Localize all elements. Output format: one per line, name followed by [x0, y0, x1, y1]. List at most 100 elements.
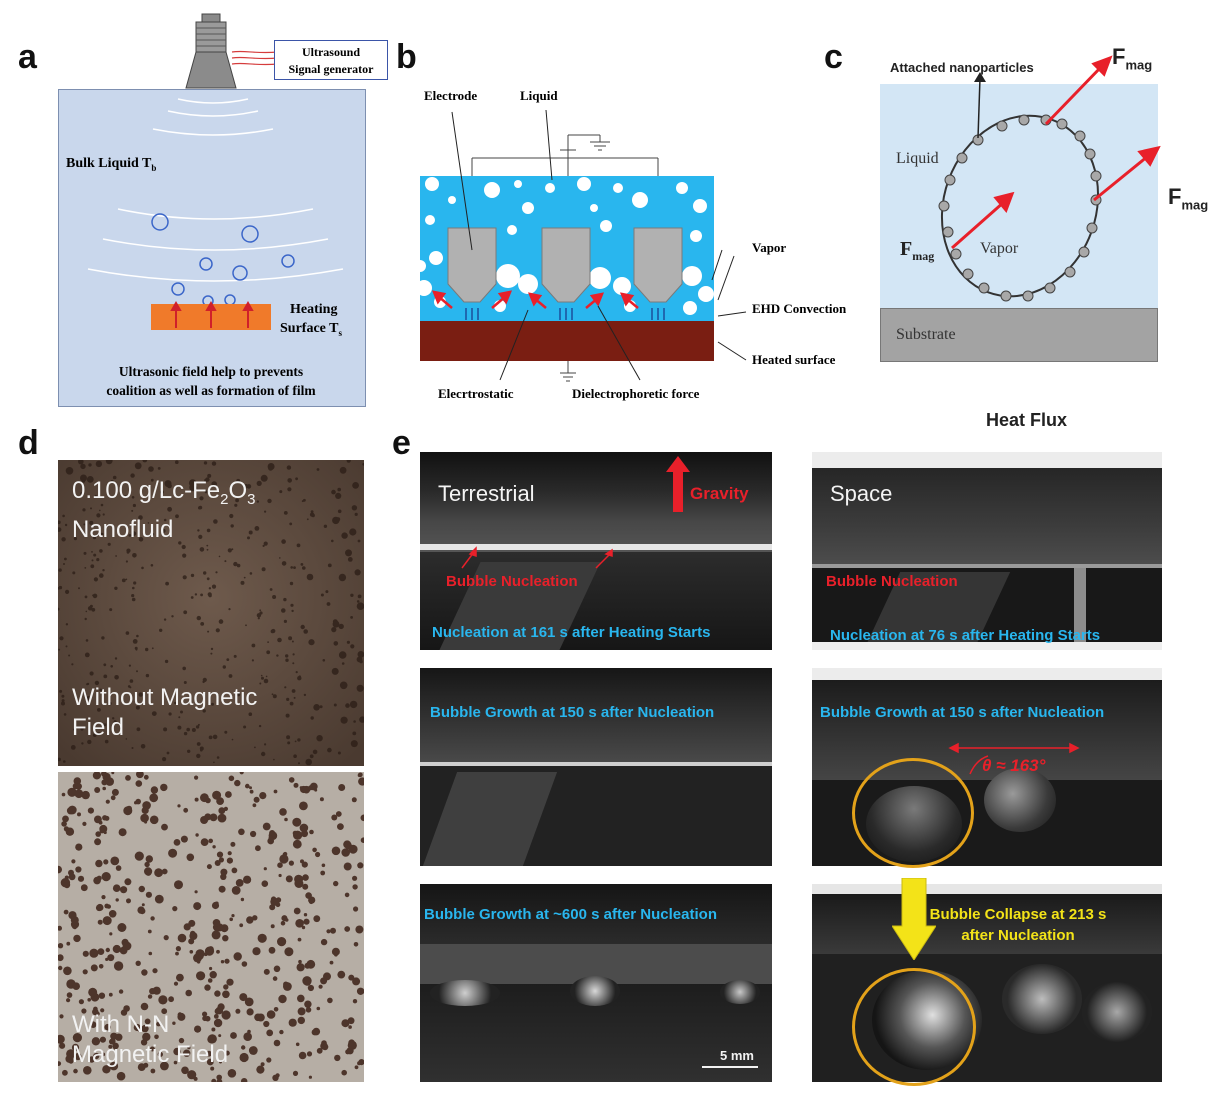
particle-cluster: [113, 1045, 118, 1050]
particle-speck: [109, 608, 113, 612]
particle-cluster: [299, 801, 308, 811]
particle-speck: [251, 643, 256, 648]
particle-cluster: [266, 1057, 272, 1063]
particle-cluster: [161, 823, 168, 831]
particle-cluster: [105, 947, 110, 953]
particle-speck: [285, 654, 289, 658]
particle-cluster: [98, 992, 106, 999]
particle-cluster: [266, 1010, 276, 1019]
particle-cluster: [216, 949, 220, 954]
particle-cluster: [224, 958, 230, 964]
particle-speck: [293, 754, 297, 758]
particle-speck: [108, 701, 112, 706]
particle-cluster: [58, 1034, 65, 1044]
particle-speck: [132, 586, 135, 590]
particle-speck: [296, 543, 301, 548]
particle-speck: [190, 596, 194, 599]
particle-speck: [286, 465, 292, 470]
particle-speck: [247, 536, 250, 540]
particle-speck: [243, 576, 246, 579]
particle-speck: [129, 679, 134, 683]
particle-speck: [94, 680, 100, 686]
particle-cluster: [292, 817, 302, 827]
particle-cluster: [302, 883, 309, 890]
particle-speck: [163, 618, 167, 621]
particle-cluster: [137, 906, 145, 914]
particle-cluster: [195, 833, 199, 837]
particle-cluster: [210, 1066, 215, 1071]
particle-speck: [263, 541, 268, 546]
particle-cluster: [348, 974, 355, 981]
e-contact-angle: θ ≈ 163°: [982, 756, 1046, 775]
particle-cluster: [93, 1052, 100, 1060]
particle-cluster: [144, 1018, 151, 1025]
particle-speck: [135, 705, 140, 710]
particle-cluster: [273, 1007, 279, 1012]
particle-speck: [199, 496, 204, 501]
particle-speck: [80, 463, 86, 470]
particle-cluster: [66, 998, 71, 1003]
particle-speck: [68, 654, 71, 657]
particle-speck: [347, 557, 353, 562]
particle-cluster: [334, 1054, 341, 1062]
particle-cluster: [260, 1062, 265, 1067]
particle-cluster: [312, 1027, 321, 1036]
particle-speck: [103, 723, 107, 727]
particle-cluster: [183, 1049, 191, 1057]
c-fmag-top: Fmag: [1112, 44, 1152, 72]
particle-speck: [349, 528, 357, 536]
particle-cluster: [115, 898, 119, 902]
particle-cluster: [194, 775, 199, 780]
particle-cluster: [112, 884, 121, 892]
particle-cluster: [94, 838, 102, 846]
particle-speck: [303, 629, 308, 634]
particle-speck: [148, 466, 154, 472]
particle-speck: [256, 480, 262, 486]
particle-speck: [115, 555, 117, 557]
particle-speck: [291, 609, 294, 613]
particle-speck: [204, 478, 208, 482]
particle-cluster: [255, 845, 261, 852]
particle-cluster: [111, 772, 115, 775]
particle-speck: [352, 731, 357, 736]
particle-cluster: [119, 946, 128, 955]
particle-cluster: [97, 919, 103, 925]
particle-speck: [236, 692, 241, 697]
particle-speck: [97, 732, 101, 735]
particle-speck: [86, 476, 94, 483]
particle-speck: [107, 542, 111, 546]
caption-a-line1: Ultrasonic field help to prevents: [118, 364, 304, 379]
particle-speck: [58, 757, 61, 762]
particle-speck: [196, 742, 201, 746]
particle-speck: [130, 473, 135, 478]
particle-cluster: [279, 1029, 284, 1035]
particle-speck: [294, 740, 297, 743]
d-without-text: Without Magnetic Field: [72, 683, 257, 743]
particle-speck: [303, 498, 306, 502]
particle-speck: [138, 692, 143, 697]
e-contact-angle-marker: [948, 742, 1080, 775]
particle-speck: [186, 727, 190, 732]
particle-speck: [261, 751, 266, 757]
b-electrode-label: Electrode: [424, 88, 478, 103]
particle-cluster: [333, 880, 339, 887]
particle-cluster: [125, 775, 131, 781]
particle-cluster: [202, 1015, 208, 1022]
particle-speck: [202, 677, 207, 682]
particle-cluster: [101, 772, 107, 777]
particle-cluster: [273, 1039, 281, 1047]
particle-speck: [99, 573, 104, 578]
particle-cluster: [353, 942, 359, 947]
particle-speck: [96, 513, 101, 518]
particle-speck: [338, 623, 344, 630]
c-substrate-label: Substrate: [896, 326, 956, 343]
d-photo-with-field: [58, 772, 364, 1082]
particle-speck: [259, 609, 262, 612]
particle-cluster: [209, 971, 217, 979]
particle-cluster: [200, 838, 209, 846]
particle-speck: [65, 623, 69, 626]
particle-cluster: [204, 952, 208, 957]
particle-speck: [92, 594, 94, 597]
particle-cluster: [124, 878, 132, 886]
particle-cluster: [110, 856, 120, 866]
